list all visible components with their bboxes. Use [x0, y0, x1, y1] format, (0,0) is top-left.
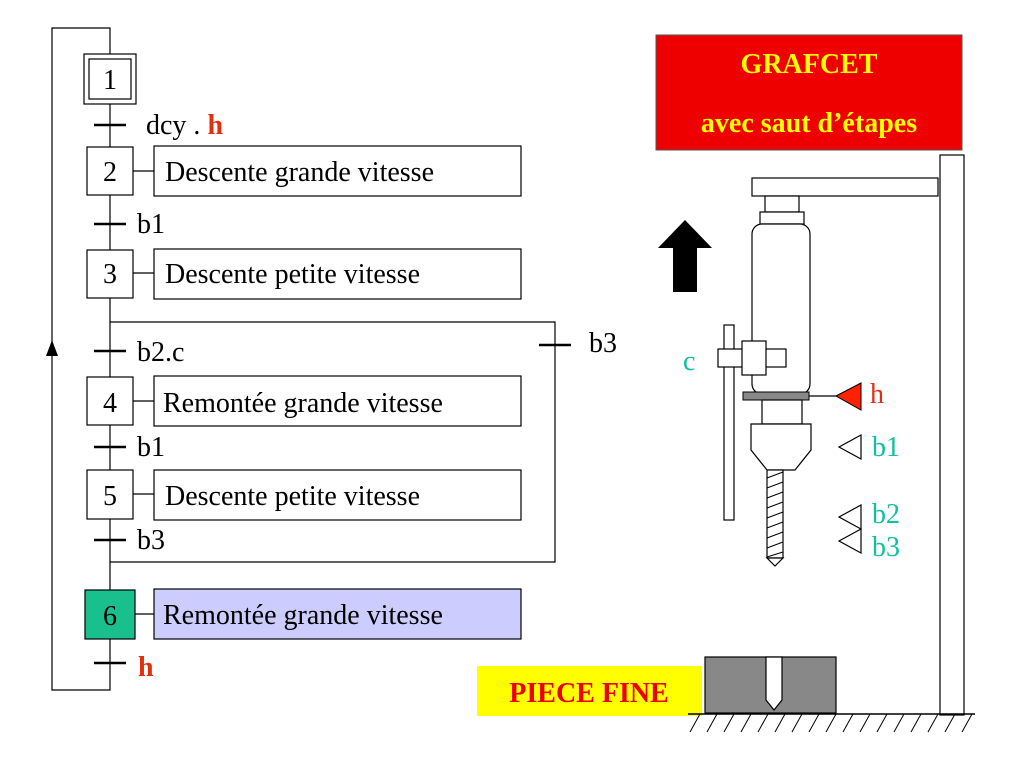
- step-2-box: [86, 146, 134, 196]
- transition-5-label: b3: [137, 525, 165, 556]
- step-5-action-box: [153, 469, 522, 521]
- step-1-number: 1: [103, 65, 117, 96]
- spindle-head-collar: [759, 211, 805, 225]
- upward-arrow-icon: [658, 220, 712, 292]
- step-3-box: [86, 249, 134, 299]
- ground-hatch-mark: [808, 713, 820, 733]
- ground-hatch-mark: [774, 713, 786, 733]
- step-2-action-text: Descente grande vitesse: [165, 157, 434, 188]
- sensor-h-icon: [834, 382, 862, 411]
- loop-back-line: [51, 27, 111, 691]
- transition-skip-label: b3: [589, 328, 617, 359]
- ground-hatch-mark: [944, 713, 956, 733]
- step-3-action-box: [153, 248, 522, 300]
- ground-hatch-mark: [910, 713, 922, 733]
- step-4-box: [86, 376, 134, 426]
- loop-arrow-icon: [46, 340, 58, 356]
- piece-label-text: PIECE FINE: [509, 678, 668, 709]
- chuck-body: [750, 423, 812, 471]
- step-6-action-box: [153, 588, 522, 640]
- step-3-action-text: Descente petite vitesse: [165, 259, 420, 290]
- ground-hatch-mark: [927, 713, 939, 733]
- step-1-inner: [88, 58, 132, 100]
- step-4-action-box: [153, 375, 522, 427]
- title-line-1: GRAFCET: [741, 49, 878, 80]
- step-2-number: 2: [103, 157, 117, 188]
- step-5-box: [86, 469, 134, 520]
- sensor-b2-icon: [837, 503, 862, 531]
- sensor-c-rod: [723, 324, 735, 521]
- step-6-number: 6: [103, 601, 117, 632]
- step-4-action-text: Remontée grande vitesse: [163, 388, 443, 419]
- ground-hatch-mark: [859, 713, 871, 733]
- step-4-number: 4: [103, 388, 117, 419]
- ground-hatch-mark: [825, 713, 837, 733]
- ground-hatch-mark: [757, 713, 769, 733]
- spindle-plate: [742, 391, 810, 401]
- workpiece-hole: [765, 656, 783, 711]
- sensor-h-label: h: [870, 379, 884, 410]
- sensor-c-clamp: [741, 340, 767, 376]
- step-5-action-text: Descente petite vitesse: [165, 481, 420, 512]
- sensor-b1-label: b1: [872, 432, 900, 463]
- drill-tip: [765, 557, 785, 567]
- ground-hatch-mark: [706, 713, 718, 733]
- title-box: [655, 34, 963, 151]
- ground-hatch-mark: [689, 713, 701, 733]
- ground-hatch-mark: [893, 713, 905, 733]
- machine-arm: [751, 177, 939, 197]
- chuck-collar: [761, 399, 803, 425]
- piece-label-box: [477, 666, 702, 716]
- step-2-action-box: [153, 145, 522, 197]
- sensor-b3-icon: [837, 527, 862, 555]
- step-6-action-text: Remontée grande vitesse: [163, 600, 443, 631]
- ground-hatch-mark: [791, 713, 803, 733]
- skip-branch-line: [110, 321, 556, 563]
- ground-hatch-mark: [740, 713, 752, 733]
- title-line-2: avec saut d’étapes: [701, 108, 917, 139]
- ground-hatch-mark: [876, 713, 888, 733]
- transition-6-label: h: [138, 652, 154, 683]
- transition-4-label: b1: [137, 432, 165, 463]
- drill-flutes: [766, 471, 784, 558]
- ground-hatch-mark: [842, 713, 854, 733]
- spindle-head-top: [764, 195, 800, 213]
- sensor-b2-label: b2: [872, 499, 900, 530]
- transition-2-label: b1: [137, 209, 165, 240]
- sensor-b3-label: b3: [872, 532, 900, 563]
- sensor-b1-icon: [837, 433, 862, 461]
- ground-hatch-mark: [723, 713, 735, 733]
- step-5-number: 5: [103, 481, 117, 512]
- ground-hatch-mark: [961, 713, 973, 733]
- sensor-c-label: c: [683, 346, 695, 377]
- transition-3-label: b2.c: [137, 337, 184, 368]
- machine-column: [939, 154, 965, 716]
- transition-1-label: dcy . h: [146, 110, 223, 141]
- step-3-number: 3: [103, 259, 117, 290]
- ground-hatching: [689, 713, 973, 733]
